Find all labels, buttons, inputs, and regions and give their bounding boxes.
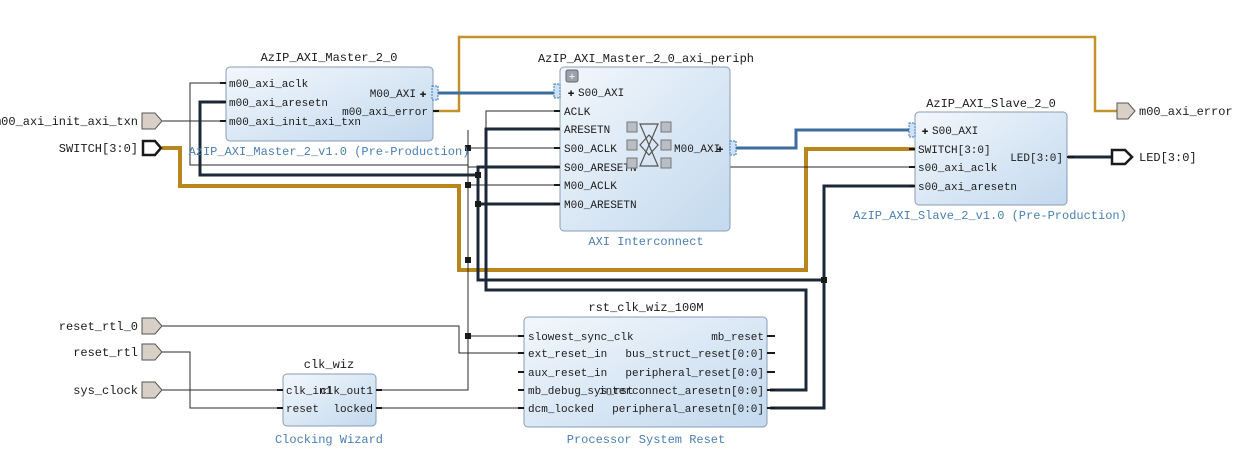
wire-m00-axi-error[interactable] <box>430 35 1117 113</box>
block-clocking-wizard[interactable]: clk_wiz clk_in1 reset clk_out1 locked Cl… <box>275 358 383 447</box>
axi-interface-stub-icon <box>431 85 439 101</box>
plus-expand-icon[interactable]: ✚ <box>922 126 929 138</box>
pin-m00-axi-aresetn[interactable]: m00_axi_aresetn <box>229 98 328 110</box>
block-body[interactable] <box>914 111 1068 206</box>
wire-clk-out1[interactable] <box>189 82 915 391</box>
axi-interface-stub-icon <box>729 140 737 156</box>
port-switch[interactable]: SWITCH[3:0] <box>59 139 163 157</box>
wires <box>162 35 1117 410</box>
pin-s00-aresetn[interactable]: S00_ARESETN <box>564 163 637 175</box>
pin-bus-struct-reset[interactable]: bus_struct_reset[0:0] <box>625 349 764 361</box>
pin-reset[interactable]: reset <box>286 404 319 416</box>
pin-s00-axi-aclk[interactable]: s00_axi_aclk <box>918 163 998 175</box>
wire-reset-rtl[interactable] <box>162 351 283 409</box>
pin-m00-axi-init-axi-txn[interactable]: m00_axi_init_axi_txn <box>229 117 361 129</box>
output-port-icon <box>1116 102 1136 120</box>
pin-clk-in1[interactable]: clk_in1 <box>286 386 333 398</box>
port-label: LED[3:0] <box>1139 151 1197 165</box>
wire-peripheral-aresetn[interactable] <box>198 100 915 410</box>
port-sys-clock[interactable]: sys_clock <box>73 381 163 399</box>
port-reset-rtl[interactable]: reset_rtl <box>73 343 163 361</box>
pin-aresetn[interactable]: ARESETN <box>564 125 610 137</box>
block-processor-system-reset[interactable]: rst_clk_wiz_100M slowest_sync_clk ext_re… <box>518 301 775 447</box>
pin-aux-reset-in[interactable]: aux_reset_in <box>528 368 607 380</box>
wire-reset-rtl-0[interactable] <box>162 325 524 354</box>
block-axi-slave[interactable]: AzIP_AXI_Slave_2_0 ✚ S00_AXI SWITCH[3:0]… <box>853 97 1127 223</box>
wire-interconnect-aresetn[interactable] <box>484 127 808 392</box>
port-label: m00_axi_error <box>1139 105 1233 119</box>
port-label: m00_axi_init_axi_txn <box>0 115 138 129</box>
block-subtitle: AXI Interconnect <box>588 235 703 249</box>
collapse-toggle-icon[interactable] <box>565 69 579 83</box>
pin-m00-aresetn[interactable]: M00_ARESETN <box>564 200 637 212</box>
block-subtitle: AzIP_AXI_Slave_2_v1.0 (Pre-Production) <box>853 209 1127 223</box>
pin-ext-reset-in[interactable]: ext_reset_in <box>528 349 607 361</box>
wire-m00-axi-to-slave[interactable] <box>733 128 915 150</box>
block-subtitle: AzIP_AXI_Master_2_v1.0 (Pre-Production) <box>189 145 470 159</box>
pin-s00-aclk[interactable]: S00_ACLK <box>564 144 617 156</box>
pin-slowest-sync-clk[interactable]: slowest_sync_clk <box>528 332 634 344</box>
pin-peripheral-aresetn[interactable]: peripheral_aresetn[0:0] <box>612 404 764 416</box>
block-subtitle: Clocking Wizard <box>275 433 383 447</box>
pin-switch[interactable]: SWITCH[3:0] <box>918 145 991 157</box>
block-title: clk_wiz <box>304 358 354 372</box>
pin-interconnect-aresetn[interactable]: interconnect_aresetn[0:0] <box>599 386 764 398</box>
input-bus-port-icon <box>141 139 163 157</box>
plus-expand-icon[interactable]: ✚ <box>420 89 427 101</box>
axi-interface-stub-icon <box>908 122 916 138</box>
pin-locked[interactable]: locked <box>333 404 373 416</box>
port-label: sys_clock <box>73 384 138 398</box>
wire-aclk[interactable] <box>485 110 560 130</box>
input-port-icon <box>141 112 163 130</box>
svg-text:+: + <box>569 71 575 83</box>
port-label: reset_rtl_0 <box>59 320 138 334</box>
plus-expand-icon[interactable]: ✚ <box>568 88 575 100</box>
block-title: AzIP_AXI_Master_2_0_axi_periph <box>538 52 754 66</box>
pin-s00-axi-aresetn[interactable]: s00_axi_aresetn <box>918 182 1017 194</box>
block-body[interactable] <box>225 66 434 142</box>
block-title: AzIP_AXI_Master_2_0 <box>261 51 398 65</box>
pin-m00-axi-aclk[interactable]: m00_axi_aclk <box>229 79 309 91</box>
input-port-icon <box>141 381 163 399</box>
pin-s00-axi[interactable]: S00_AXI <box>932 126 978 138</box>
port-reset-rtl-0[interactable]: reset_rtl_0 <box>59 317 163 335</box>
port-m00-axi-error[interactable]: m00_axi_error <box>1116 102 1233 120</box>
block-axi-master[interactable]: AzIP_AXI_Master_2_0 m00_axi_aclk m00_axi… <box>189 51 470 159</box>
input-port-icon <box>141 317 163 335</box>
pin-m00-aclk[interactable]: M00_ACLK <box>564 181 617 193</box>
pin-led[interactable]: LED[3:0] <box>1010 153 1063 165</box>
input-port-icon <box>141 343 163 361</box>
plus-expand-icon[interactable]: ✚ <box>717 144 724 156</box>
port-m00-axi-init-axi-txn[interactable]: m00_axi_init_axi_txn <box>0 112 163 130</box>
block-title: AzIP_AXI_Slave_2_0 <box>926 97 1056 111</box>
pin-m00-axi[interactable]: M00_AXI <box>370 89 416 101</box>
pin-aclk[interactable]: ACLK <box>564 107 591 119</box>
port-led[interactable]: LED[3:0] <box>1110 148 1197 166</box>
pin-m00-axi-out[interactable]: M00_AXI <box>674 144 720 156</box>
block-title: rst_clk_wiz_100M <box>588 301 703 315</box>
axi-interface-stub-icon <box>553 83 561 99</box>
pin-mb-debug-sys-rst[interactable]: mb_debug_sys_rst <box>528 386 634 398</box>
pin-s00-axi[interactable]: S00_AXI <box>578 88 624 100</box>
pin-peripheral-reset[interactable]: peripheral_reset[0:0] <box>625 368 764 380</box>
pin-dcm-locked[interactable]: dcm_locked <box>528 404 594 416</box>
output-bus-port-icon <box>1110 148 1134 166</box>
wire-switch[interactable] <box>162 146 915 272</box>
crossbar-icon <box>626 121 672 169</box>
block-subtitle: Processor System Reset <box>567 433 725 447</box>
port-label: reset_rtl <box>73 346 138 360</box>
pin-m00-axi-error[interactable]: m00_axi_error <box>342 107 428 119</box>
pin-mb-reset[interactable]: mb_reset <box>711 332 764 344</box>
port-label: SWITCH[3:0] <box>59 142 138 156</box>
block-axi-interconnect[interactable]: AzIP_AXI_Master_2_0_axi_periph + ✚ S00_A… <box>538 52 754 249</box>
block-body[interactable] <box>282 373 377 427</box>
pin-clk-out1[interactable]: clk_out1 <box>320 386 373 398</box>
